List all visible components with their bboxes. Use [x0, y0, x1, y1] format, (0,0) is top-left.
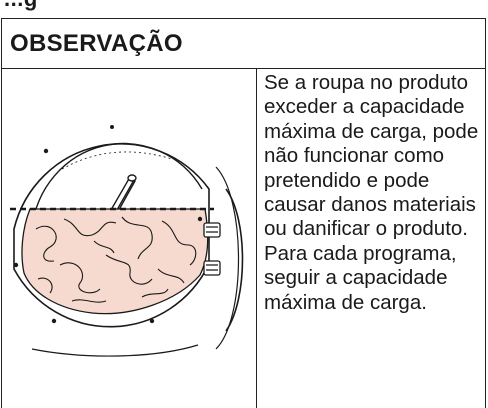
- rim-dots: [13, 125, 203, 324]
- laundry-pile: [21, 208, 209, 315]
- notice-title: OBSERVAÇÃO: [10, 29, 183, 57]
- notice-message: Se a roupa no produto exceder a capacida…: [264, 71, 479, 314]
- notice-header: OBSERVAÇÃO: [2, 19, 485, 69]
- drum-inner-rim: [31, 142, 203, 230]
- notice-box: OBSERVAÇÃO: [1, 18, 486, 408]
- previous-heading-fragment: ...g: [4, 0, 38, 12]
- dryer-drum-illustration: [10, 125, 244, 357]
- illustration-cell: [2, 69, 257, 408]
- laundry-folds: [35, 216, 197, 303]
- door-hinges: [203, 222, 221, 276]
- notice-body: Se a roupa no produto exceder a capacida…: [2, 69, 485, 408]
